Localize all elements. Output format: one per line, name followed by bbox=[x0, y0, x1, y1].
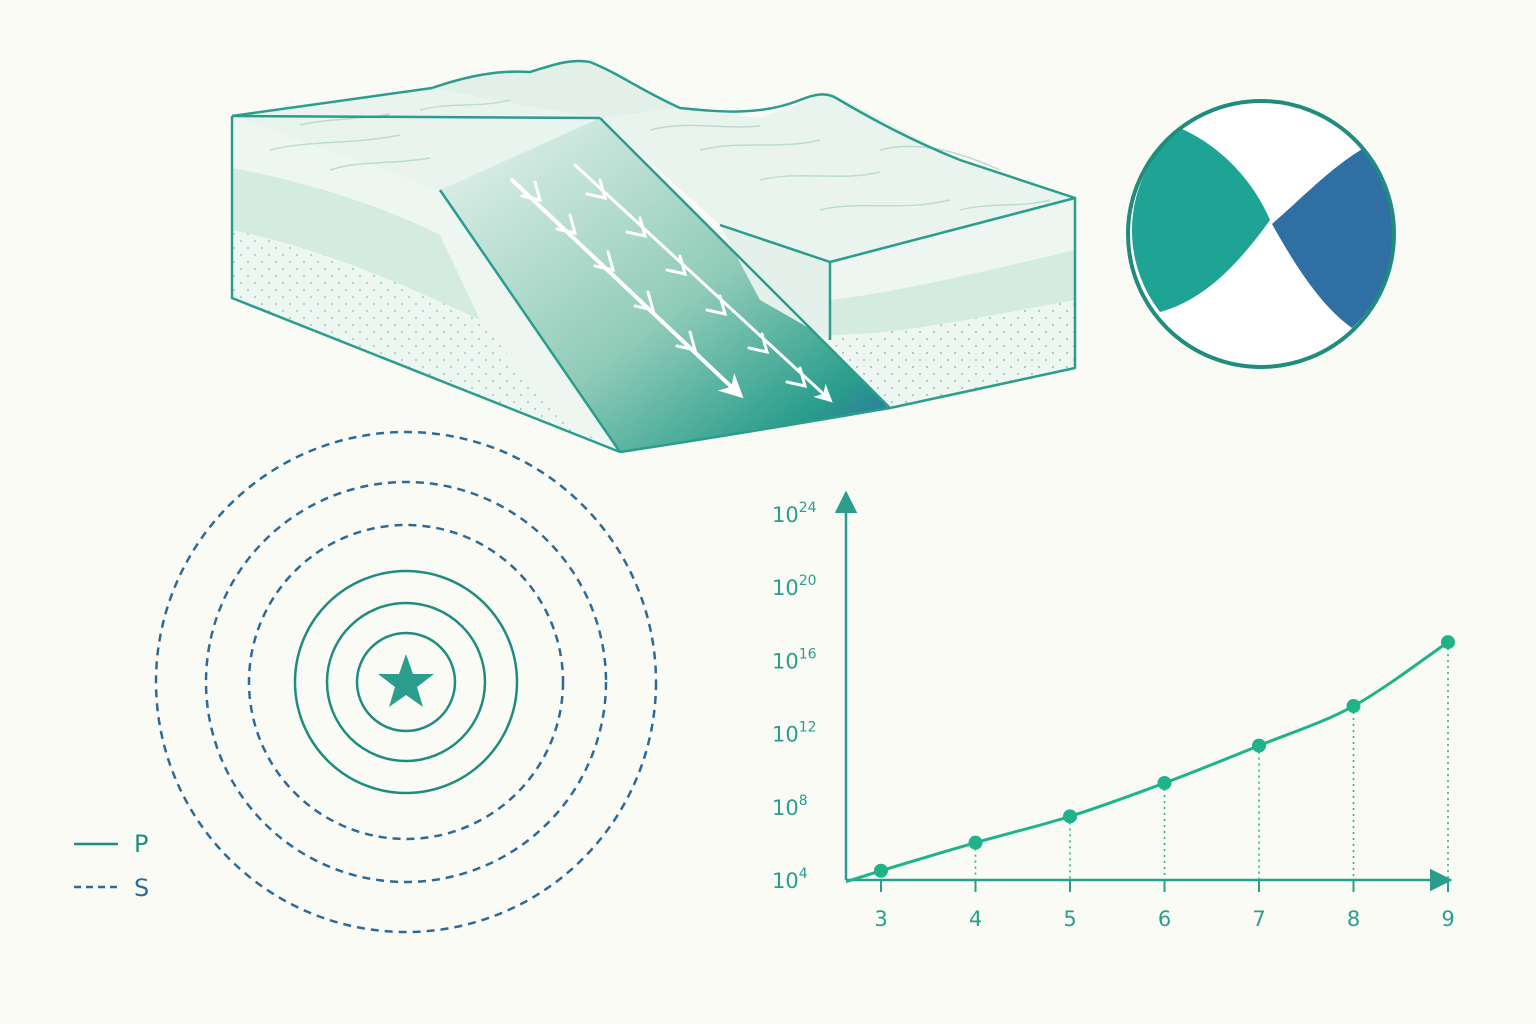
s-wave-rings bbox=[154, 430, 658, 934]
x-tick-label: 9 bbox=[1441, 907, 1454, 931]
y-tick-label: 1016 bbox=[772, 646, 817, 673]
y-tick-exponent: 4 bbox=[799, 866, 808, 882]
data-point bbox=[874, 863, 888, 878]
p-wave-rings bbox=[293, 569, 519, 795]
data-point bbox=[1441, 635, 1455, 650]
y-tick-exponent: 16 bbox=[799, 646, 817, 662]
beachball-icon bbox=[1126, 99, 1396, 369]
y-tick-exponent: 20 bbox=[799, 573, 817, 589]
y-tick-label: 108 bbox=[772, 793, 808, 820]
data-point bbox=[1346, 699, 1361, 714]
x-tick-label: 8 bbox=[1347, 907, 1360, 931]
block-outline bbox=[230, 59, 1077, 454]
legend-s-label: S bbox=[134, 874, 149, 902]
x-tick-label: 4 bbox=[969, 907, 982, 931]
x-tick-group: 3 4 5 6 7 8 9 bbox=[874, 880, 1455, 931]
drop-line-group bbox=[974, 642, 1449, 880]
legend-p-label: P bbox=[134, 830, 148, 858]
point-group bbox=[874, 635, 1455, 878]
fault-block-diagram bbox=[230, 59, 1077, 454]
y-tick-exponent: 12 bbox=[799, 720, 817, 736]
slip-arrows bbox=[510, 163, 833, 403]
y-tick-label: 1024 bbox=[772, 500, 817, 527]
legend: P S bbox=[74, 830, 149, 902]
y-tick-exponent: 24 bbox=[799, 500, 817, 516]
y-tick-label: 104 bbox=[772, 866, 808, 893]
x-tick-label: 6 bbox=[1158, 907, 1171, 931]
beachball-right-quadrant bbox=[1272, 148, 1394, 328]
x-tick-label: 3 bbox=[874, 907, 887, 931]
beachball-left-quadrant bbox=[1131, 128, 1270, 312]
data-point bbox=[1157, 775, 1172, 790]
y-tick-exponent: 8 bbox=[799, 793, 808, 809]
y-tick-group: 104 108 1012 1016 1020 1024 bbox=[772, 500, 817, 893]
fault-plane bbox=[440, 118, 890, 452]
x-tick-label: 5 bbox=[1063, 907, 1076, 931]
series-line bbox=[845, 640, 1449, 884]
surface-texture bbox=[269, 99, 1051, 211]
star-icon bbox=[378, 654, 434, 707]
data-point bbox=[1252, 738, 1266, 753]
data-point bbox=[968, 835, 983, 850]
data-point bbox=[1063, 809, 1077, 824]
y-tick-label: 1012 bbox=[772, 720, 817, 747]
wavefront-diagram bbox=[154, 430, 658, 934]
y-tick-label: 1020 bbox=[772, 573, 817, 600]
magnitude-energy-chart: 3 4 5 6 7 8 9 104 108 1012 1016 1020 1024 bbox=[772, 490, 1455, 931]
x-tick-label: 7 bbox=[1252, 907, 1265, 931]
slip-chevrons bbox=[520, 178, 808, 389]
